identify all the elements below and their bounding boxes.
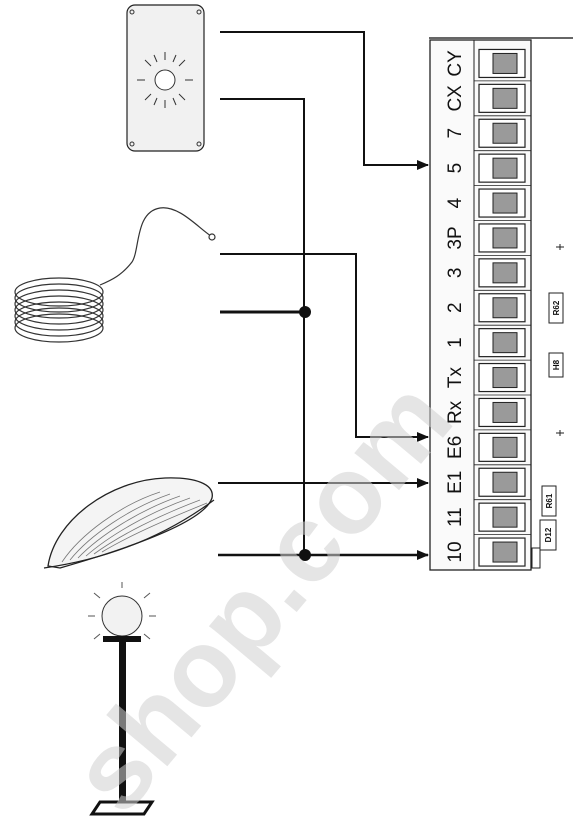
terminal-tx: Tx: [445, 359, 531, 393]
coil-probe-device: [14, 207, 216, 343]
terminal-screw: [492, 122, 518, 144]
component-d12: D12: [539, 519, 557, 551]
temperature-probe-icon: [14, 207, 216, 343]
terminal-3p: 3P: [445, 220, 531, 253]
terminal-e6: E6: [445, 429, 531, 462]
terminal-label: E1: [445, 471, 466, 494]
terminal-label: 1: [445, 337, 466, 348]
terminal-10: 10: [445, 534, 531, 567]
terminal-label: CY: [445, 50, 466, 77]
terminal-3: 3: [445, 254, 531, 288]
terminal-screw: [492, 52, 518, 74]
terminal-5: 5: [445, 150, 531, 183]
terminal-rx: Rx: [445, 394, 531, 428]
terminal-label: 10: [445, 541, 466, 562]
terminal-4: 4: [445, 185, 531, 218]
component-r61: R61: [541, 485, 557, 517]
terminal-screw: [492, 192, 518, 214]
terminal-label: 3P: [445, 226, 466, 249]
terminal-screw: [492, 401, 518, 423]
terminal-label: 11: [445, 507, 466, 527]
terminal-screw: [492, 541, 518, 563]
watermark: shop.com: [47, 357, 475, 816]
wires: [218, 31, 429, 560]
terminal-label: 2: [445, 302, 466, 313]
terminal-cy: CY: [445, 48, 526, 79]
junction-dot: [299, 549, 311, 561]
terminal-label: 5: [445, 163, 466, 174]
sensor-dome-icon: [43, 477, 215, 569]
terminal-7: 7: [445, 115, 531, 148]
terminal-screw: [492, 332, 518, 354]
component-r62: R62: [548, 292, 564, 324]
sun-sensor-icon: [137, 52, 193, 108]
board-components: R62 H8 R61 D12: [531, 244, 564, 569]
terminal-label: 4: [445, 197, 466, 208]
terminal-screw: [492, 227, 518, 249]
svg-text:H8: H8: [552, 359, 561, 370]
terminal-screw: [492, 471, 518, 493]
terminal-screw: [492, 367, 518, 389]
terminal-screw: [492, 262, 518, 284]
terminal-label: E6: [445, 436, 466, 459]
terminal-11: 11: [445, 499, 531, 532]
terminal-label: 3: [445, 268, 466, 279]
junction-dot: [299, 306, 311, 318]
svg-text:R61: R61: [545, 493, 554, 508]
photocell-device: [126, 4, 205, 152]
terminal-screw: [492, 506, 518, 528]
terminal-e1: E1: [445, 464, 531, 497]
terminal-label: Tx: [445, 366, 466, 388]
component-h8: H8: [548, 352, 564, 378]
presence-sensor-device: [43, 477, 215, 569]
terminal-cx: CX: [445, 80, 531, 113]
terminal-screw: [492, 297, 518, 319]
lamp-post-device: [88, 582, 156, 816]
svg-text:R62: R62: [552, 300, 561, 315]
wire-photocell-to-5: [220, 31, 429, 170]
terminal-screw: [492, 87, 518, 109]
terminal-screw: [492, 436, 518, 458]
wire-photocell-common: [220, 98, 305, 555]
wire-probe-to-e6: [220, 253, 429, 442]
terminal-screw: [492, 157, 518, 179]
lamp-icon: [88, 582, 156, 816]
svg-text:D12: D12: [544, 527, 553, 542]
terminal-2: 2: [445, 289, 531, 323]
terminal-label: 7: [445, 128, 466, 139]
terminal-label: CX: [445, 85, 466, 112]
svg-text:shop.com: shop.com: [47, 357, 475, 816]
terminal-1: 1: [445, 324, 531, 358]
terminal-label: Rx: [445, 400, 466, 424]
